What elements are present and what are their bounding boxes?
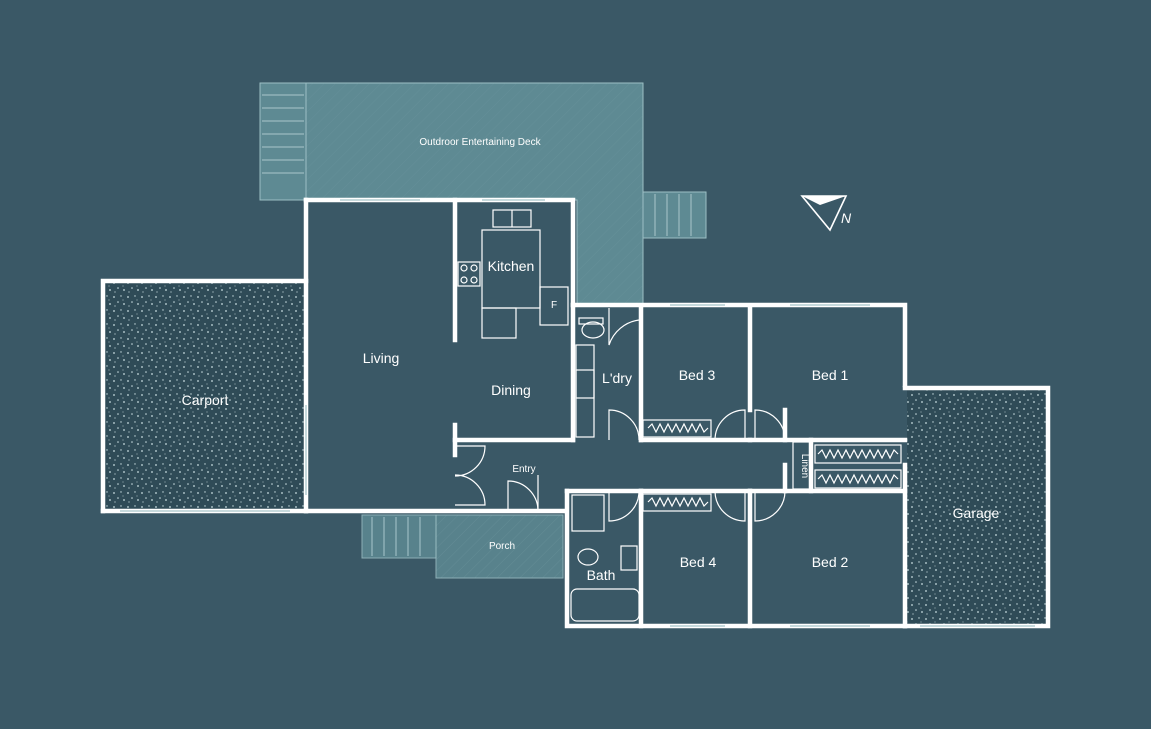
room-label-entry: Entry (512, 464, 535, 475)
porch (361, 514, 564, 579)
room-label-bed4: Bed 4 (680, 554, 717, 570)
rear-stairs (654, 194, 692, 236)
room-label-carport: Carport (182, 392, 229, 408)
room-label-bed1: Bed 1 (812, 367, 849, 383)
laundry-fittings (575, 308, 640, 438)
bath-fittings (570, 494, 640, 622)
room-label-bed3: Bed 3 (679, 367, 716, 383)
doors (454, 409, 786, 522)
fridge-label: F (551, 300, 557, 311)
outdoor-deck (259, 82, 707, 306)
deck-stairs (262, 94, 304, 174)
wardrobes (642, 419, 902, 512)
compass-north-label: N (841, 210, 852, 226)
carport-area (103, 282, 306, 511)
room-label-dining: Dining (491, 382, 531, 398)
room-label-living: Living (363, 350, 400, 366)
room-label-kitchen: Kitchen (488, 258, 535, 274)
room-label-bed2: Bed 2 (812, 554, 849, 570)
kitchen-fittings (457, 209, 569, 339)
windows (120, 199, 1035, 627)
room-label-deck: Outdroor Entertaining Deck (419, 137, 541, 148)
room-label-garage: Garage (953, 505, 1000, 521)
room-label-laundry: L'dry (602, 370, 632, 386)
garage-area (907, 390, 1047, 624)
porch-stairs (371, 517, 421, 556)
room-label-bath: Bath (587, 567, 616, 583)
room-label-porch: Porch (489, 541, 515, 552)
room-label-linen: Linen (799, 454, 810, 478)
north-compass-icon (800, 195, 848, 232)
